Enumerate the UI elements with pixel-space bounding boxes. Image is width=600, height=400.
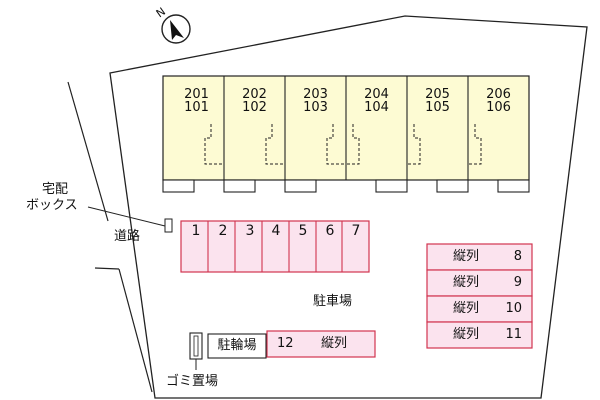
road-line-lower	[94, 267, 120, 270]
road-line-lower-2	[118, 268, 153, 393]
parking-space-12	[266, 330, 376, 358]
delivery-box-leader	[87, 206, 166, 227]
parking-space-7: 7	[351, 223, 361, 239]
compass-icon	[161, 14, 191, 44]
unit-dividers	[223, 76, 469, 180]
parking-space-2: 2	[218, 223, 228, 239]
entrance-steps	[162, 179, 530, 193]
bicycle-parking-label: 駐輪場	[217, 338, 257, 353]
road-label: 道路	[114, 229, 141, 244]
delivery-box-label-line1: 宅配	[42, 182, 69, 197]
parking-row-outline	[180, 220, 370, 273]
parking-space-8	[426, 243, 533, 271]
parking-space-5: 5	[298, 223, 308, 239]
parking-space-11	[426, 321, 533, 349]
parking-space-9	[426, 269, 533, 297]
parking-lot-label: 駐車場	[313, 294, 353, 309]
road-line-upper	[67, 81, 109, 222]
bicycle-parking-box	[207, 333, 267, 359]
parking-space-1: 1	[191, 223, 201, 239]
garbage-station-label: ゴミ置場	[166, 374, 219, 389]
stair-outlines	[204, 124, 482, 165]
parking-space-6: 6	[325, 223, 335, 239]
parking-space-3: 3	[245, 223, 255, 239]
delivery-box	[164, 218, 173, 233]
parking-space-10	[426, 295, 533, 323]
delivery-box-label-line2: ボックス	[26, 198, 78, 213]
parking-space-4: 4	[271, 223, 281, 239]
